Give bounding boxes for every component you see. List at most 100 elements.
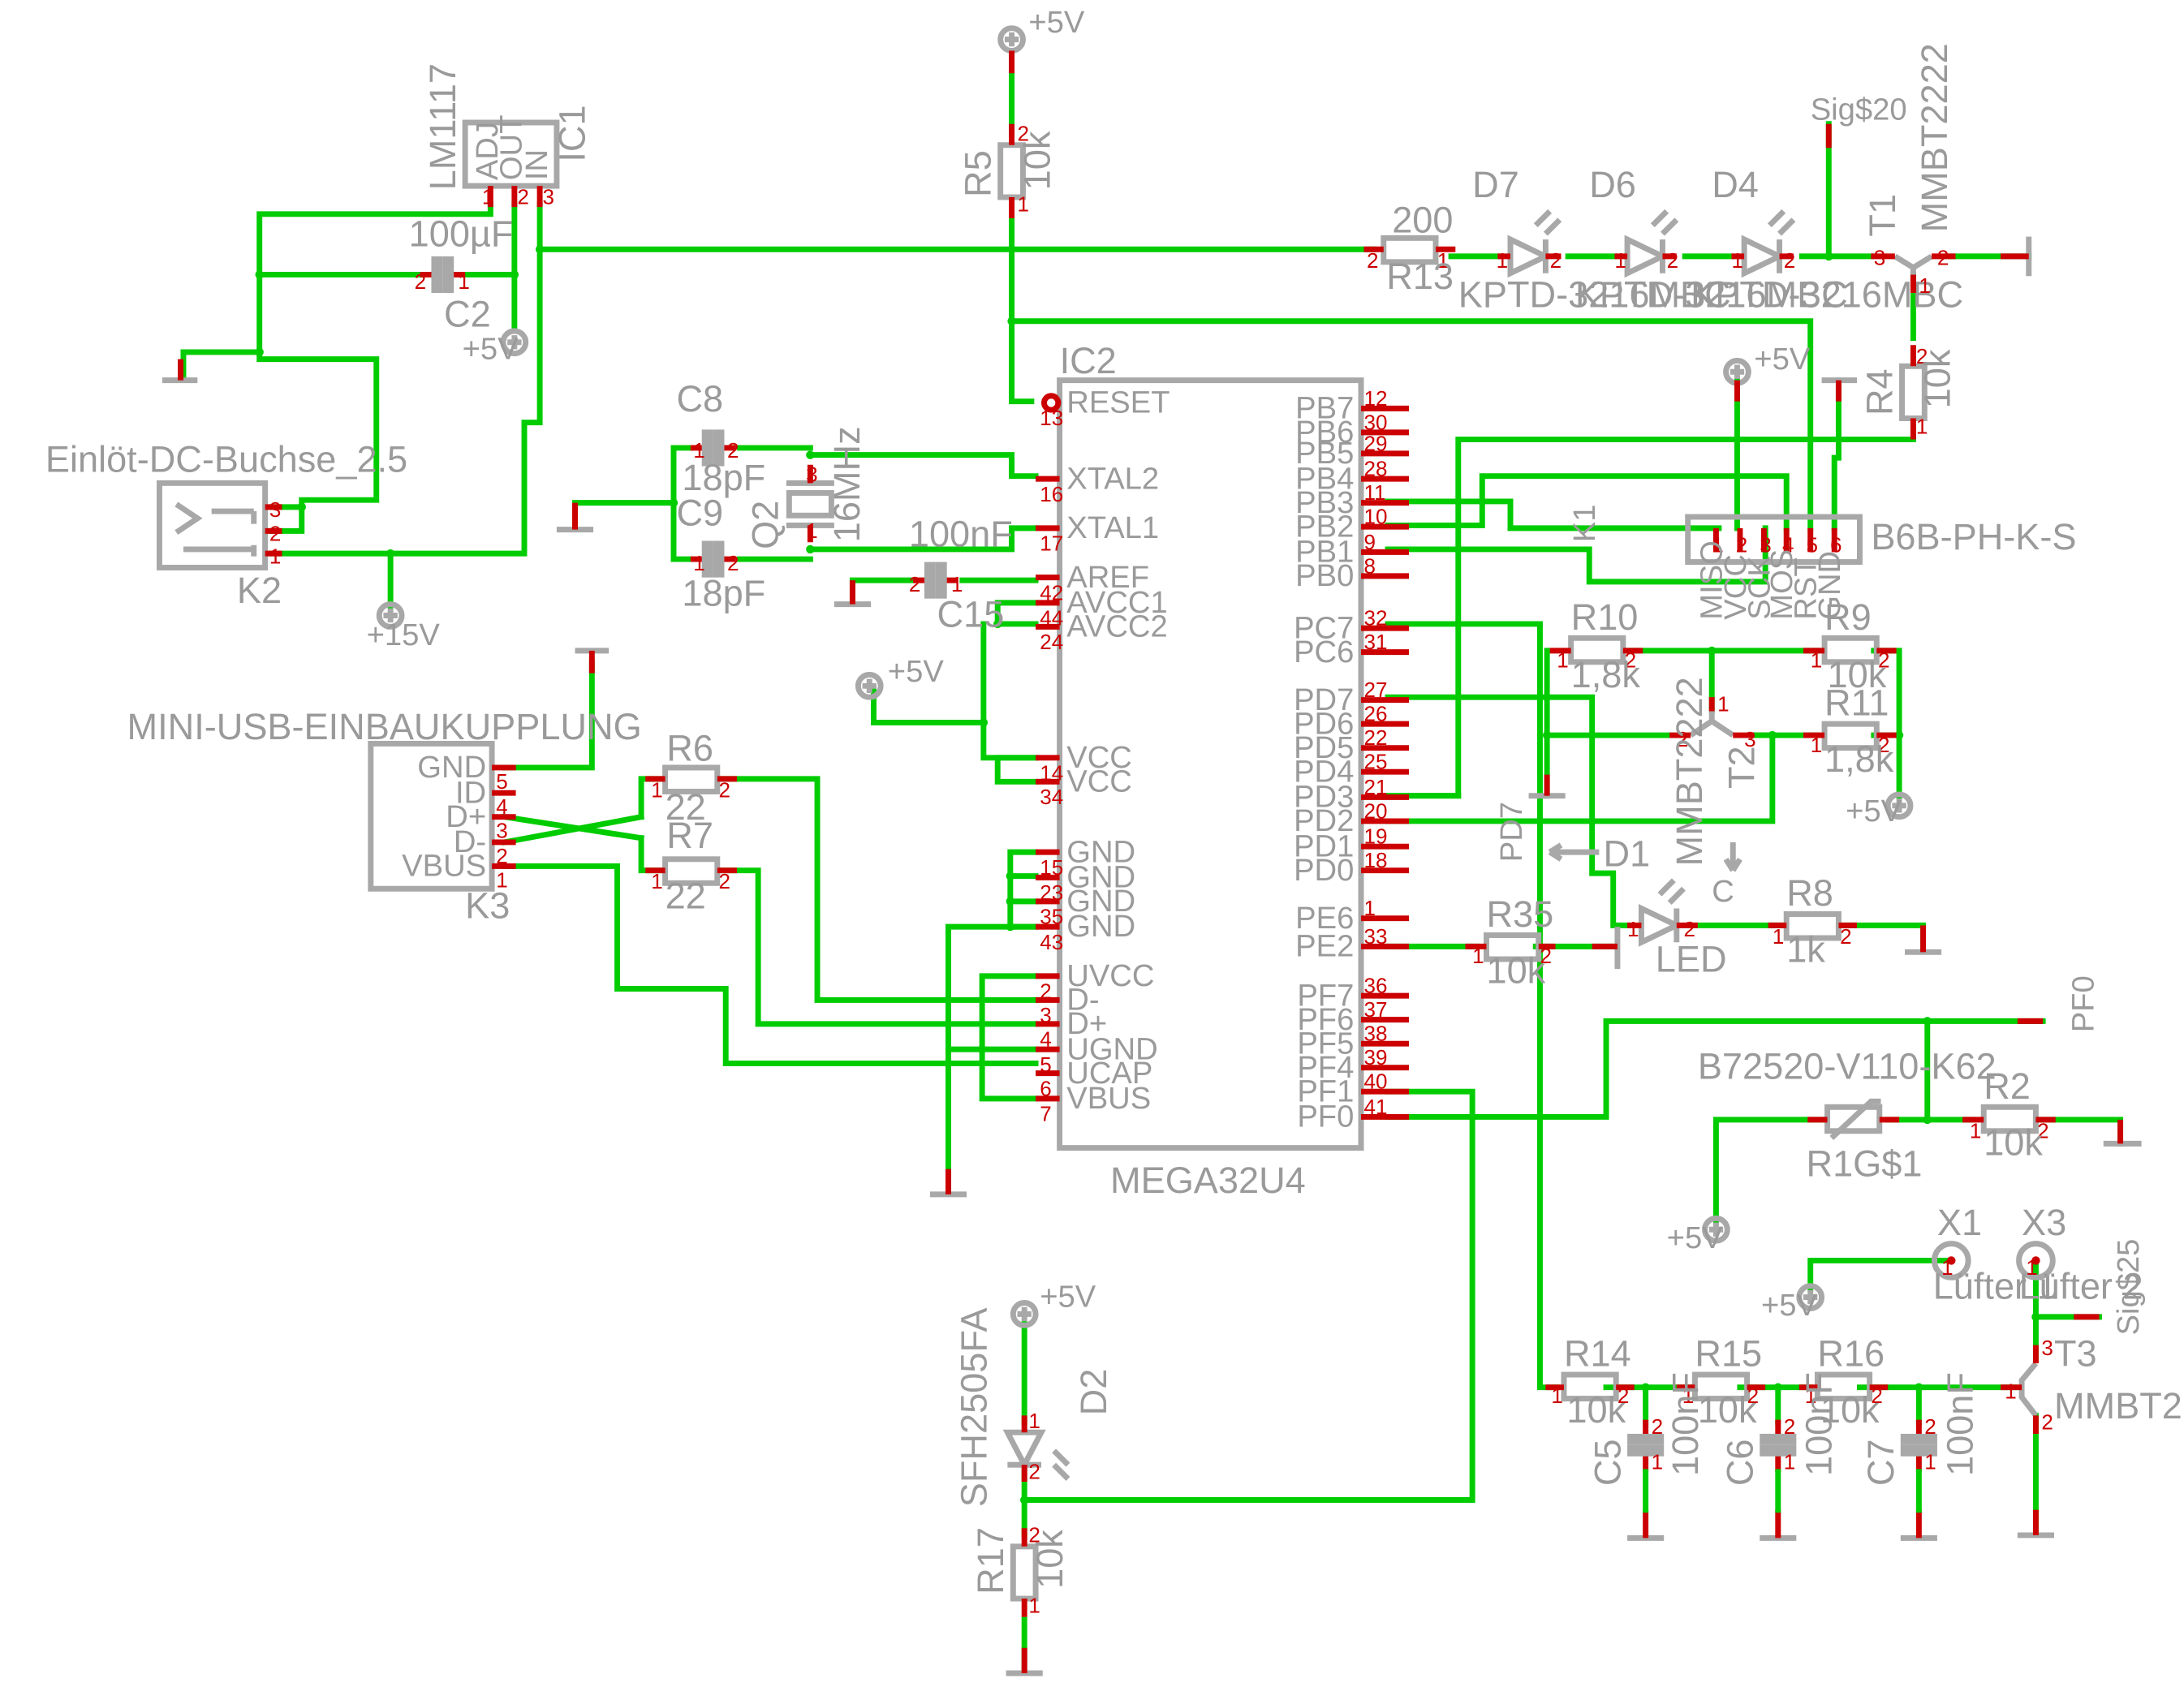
svg-text:1,8k: 1,8k — [1824, 738, 1894, 780]
svg-text:+15V: +15V — [367, 618, 441, 652]
ic2-pin-label: GND — [1066, 834, 1135, 869]
svg-text:R13: R13 — [1386, 256, 1454, 297]
svg-text:1: 1 — [1712, 532, 1723, 557]
cap-ground-wires — [1643, 1469, 1922, 1513]
pf0-net-label: PF0 — [2066, 975, 2101, 1032]
svg-text:100nF: 100nF — [1665, 1372, 1706, 1476]
pd7-net-label: PD7 — [1494, 802, 1529, 862]
pd7-arrow — [1548, 842, 1600, 862]
svg-text:R4: R4 — [1859, 368, 1900, 415]
svg-text:MMBT2222: MMBT2222 — [1914, 43, 1955, 232]
svg-text:R2: R2 — [1984, 1065, 2031, 1107]
k3-pin-number: 3 — [496, 819, 507, 843]
svg-text:2: 2 — [1028, 1523, 1040, 1547]
vcc-symbol-avcc: +5V — [855, 654, 945, 700]
ic2-pin-label: PF4 — [1297, 1050, 1354, 1085]
vcc-symbol-d2: +5V — [1010, 1280, 1096, 1328]
svg-text:1: 1 — [651, 869, 662, 893]
svg-text:100nF: 100nF — [1939, 1372, 1980, 1476]
ic2-pin-label: PB6 — [1295, 415, 1354, 450]
svg-text:+5V: +5V — [1040, 1280, 1096, 1315]
vcc-symbol-c2: +5V — [463, 328, 529, 367]
ic2-pin-label: PD5 — [1294, 730, 1354, 765]
x1-fan-connector: 1 X1 Lüfter 1 — [1931, 1202, 2057, 1306]
svg-text:K2: K2 — [237, 570, 282, 611]
svg-text:22: 22 — [666, 786, 706, 828]
k3-pin-label: GND — [417, 750, 486, 785]
k3-pin-number: 2 — [496, 844, 507, 868]
svg-text:10k: 10k — [1698, 1389, 1757, 1431]
svg-text:10k: 10k — [1566, 1389, 1626, 1431]
ic2-pin-d-3: D-3 — [1036, 983, 1100, 1027]
r4-resistor: 21 R4 10k — [1859, 344, 1958, 440]
svg-text:1: 1 — [1614, 248, 1626, 273]
ic2-pin-number: 8 — [1363, 553, 1375, 578]
svg-text:1: 1 — [1437, 248, 1449, 273]
ic2-pin-number: 22 — [1363, 725, 1387, 750]
svg-text:R16: R16 — [1817, 1333, 1885, 1375]
svg-text:1,8k: 1,8k — [1571, 654, 1641, 695]
svg-text:+5V: +5V — [888, 654, 945, 689]
svg-text:R9: R9 — [1824, 596, 1872, 638]
ic2-pin-label: PD6 — [1294, 706, 1354, 741]
svg-text:+5V: +5V — [1754, 342, 1811, 377]
ic2-pin-number: 27 — [1363, 678, 1387, 702]
svg-text:2: 2 — [1916, 344, 1928, 368]
svg-text:+5V: +5V — [1846, 794, 1902, 828]
svg-text:1: 1 — [1924, 1449, 1936, 1474]
k3-pin-number: 4 — [496, 794, 507, 819]
svg-text:1: 1 — [1805, 1384, 1816, 1408]
ic2-pin-number: 13 — [1040, 406, 1063, 430]
svg-text:R7: R7 — [666, 815, 713, 856]
svg-text:3: 3 — [269, 497, 281, 522]
c5-capacitor: 21 C5 100nF — [1587, 1372, 1705, 1486]
ic2-pin-number: 4 — [1040, 1027, 1051, 1052]
ic2-pin-label: PC6 — [1294, 635, 1354, 669]
ic1-pin-adj: ADJ — [470, 122, 505, 180]
svg-text:1k: 1k — [1786, 928, 1825, 970]
ic2-pin-number: 32 — [1363, 606, 1387, 631]
svg-text:1: 1 — [1784, 1449, 1795, 1474]
ic2-pin-number: 28 — [1363, 457, 1387, 481]
svg-text:1: 1 — [693, 438, 704, 463]
r5-resistor: 21 R5 10k — [958, 122, 1058, 219]
svg-text:KPTD-3216MBC: KPTD-3216MBC — [1458, 273, 1731, 315]
vcc-symbol-fan: +5V — [1761, 1283, 1825, 1323]
svg-text:4: 4 — [1782, 532, 1794, 557]
svg-text:3: 3 — [2041, 1336, 2053, 1360]
svg-text:1: 1 — [651, 777, 662, 802]
svg-text:1: 1 — [1472, 944, 1484, 968]
svg-text:2: 2 — [1018, 122, 1029, 146]
ic2-pin-number: 30 — [1363, 410, 1387, 434]
sig25-label: Sig$25 — [2111, 1239, 2146, 1336]
svg-text:1: 1 — [1028, 1409, 1040, 1433]
svg-text:K3: K3 — [465, 885, 510, 927]
svg-text:RST: RST — [1789, 557, 1824, 619]
svg-text:1: 1 — [1497, 248, 1508, 273]
ic2-pin-label: GND — [1066, 859, 1135, 894]
svg-text:2: 2 — [727, 438, 739, 463]
svg-text:2: 2 — [1878, 733, 1889, 757]
svg-text:Lüfter 1: Lüfter 1 — [1933, 1265, 2057, 1306]
ic2-pin-d-4: D+4 — [1036, 1006, 1107, 1052]
ic2-pin-label: D- — [1066, 983, 1099, 1018]
svg-text:C9: C9 — [676, 492, 723, 533]
svg-text:Einlöt-DC-Buchse_2.5: Einlöt-DC-Buchse_2.5 — [45, 438, 407, 480]
ic2-pin-label: PD4 — [1294, 754, 1354, 789]
svg-text:LED: LED — [1656, 939, 1727, 980]
svg-text:2: 2 — [1652, 1414, 1663, 1439]
r17-resistor: 21 R17 10k — [970, 1523, 1070, 1618]
